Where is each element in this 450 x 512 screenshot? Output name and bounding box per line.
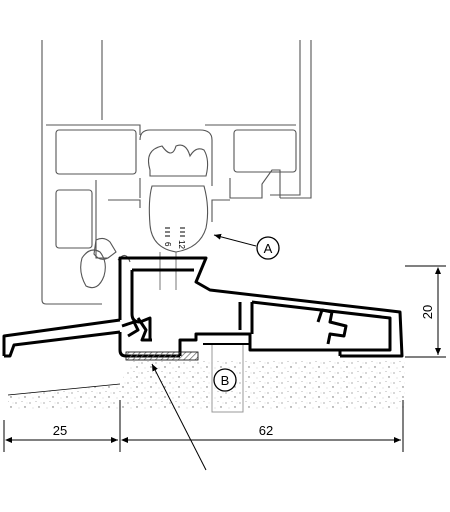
anchor-box: [203, 343, 250, 413]
callout-b-label: B: [221, 373, 230, 388]
gasket-mark-right: 12: [177, 240, 186, 249]
dimension-left-label: 25: [53, 423, 67, 438]
callout-a-label: A: [264, 241, 273, 256]
threshold-profile: [2, 256, 404, 358]
sealing-strip: [125, 351, 199, 361]
floor-screed: [7, 360, 405, 410]
gasket-mark-left: 6: [163, 242, 172, 247]
dimension-right-label: 62: [259, 423, 273, 438]
door-frame-profile: [41, 40, 312, 305]
callout-b: B: [213, 368, 237, 392]
dimension-horizontal: [3, 400, 404, 452]
leader-line-a: [213, 233, 257, 247]
dimension-height-label: 20: [420, 305, 435, 319]
callout-a: A: [256, 236, 280, 260]
dimension-vertical: [405, 265, 446, 358]
leader-line-seal: [151, 363, 207, 471]
